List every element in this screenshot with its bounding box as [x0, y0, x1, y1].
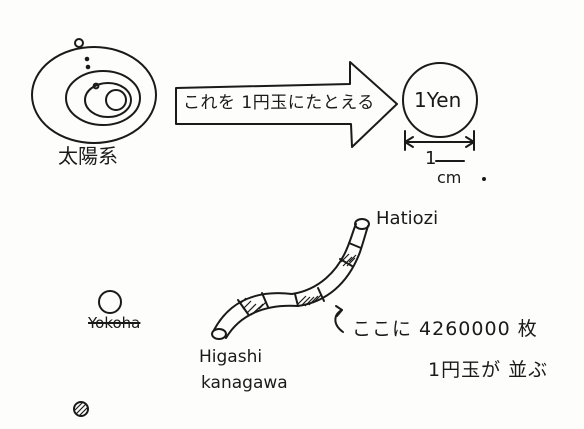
- route-outline-lower: [213, 223, 357, 331]
- cm-unit-label: cm: [437, 168, 462, 187]
- yokohama-circle: [98, 290, 122, 314]
- planet-dot-small-2: [85, 64, 91, 70]
- arrow-caption: これを 1円玉にたとえる: [183, 93, 375, 113]
- route-hatch: [297, 294, 322, 307]
- coin-diameter-arrow-left: [404, 136, 414, 148]
- route-end-higashi: [211, 328, 227, 340]
- planet-dot-top: [74, 38, 84, 48]
- route-outline-upper: [225, 225, 369, 339]
- planet-dot-small: [84, 56, 90, 62]
- planet-dot-left: [92, 82, 100, 90]
- route-hatch: [239, 297, 267, 316]
- kanagawa-label: kanagawa: [201, 373, 288, 393]
- route-hatch: [340, 253, 357, 267]
- solar-system-inner-orbit: [84, 82, 132, 118]
- route-divider: [237, 299, 249, 315]
- big-arrow: [175, 61, 398, 148]
- route-divider: [348, 242, 362, 249]
- pointer-arrowhead: [335, 305, 343, 317]
- ink-blob: [73, 401, 89, 417]
- solar-system-outer-orbit: [31, 46, 157, 144]
- one-yen-coin: [402, 62, 478, 138]
- hatiozi-label: Hatiozi: [376, 208, 439, 229]
- solar-system-mid-orbit: [65, 70, 141, 126]
- sun-circle: [105, 89, 127, 111]
- cm-dot: [482, 177, 486, 181]
- solar-system-label: 太陽系: [58, 144, 118, 168]
- route-divider: [261, 292, 269, 308]
- route-divider: [317, 287, 325, 302]
- route-divider: [294, 293, 299, 307]
- yokohama-crossed-label: Yokoha: [88, 314, 141, 332]
- one-cm-number: 1: [425, 148, 437, 169]
- higashi-label: Higashi: [199, 347, 263, 367]
- coins-lined-up-label: 1円玉が 並ぶ: [428, 359, 549, 381]
- coin-count-label: ここに 4260000 枚: [352, 318, 538, 340]
- one-yen-label: 1Yen: [414, 88, 462, 112]
- route-end-hatiozi: [354, 218, 370, 230]
- ink-blob-hatch: [74, 401, 89, 417]
- coin-diameter-arrow-right: [465, 136, 475, 148]
